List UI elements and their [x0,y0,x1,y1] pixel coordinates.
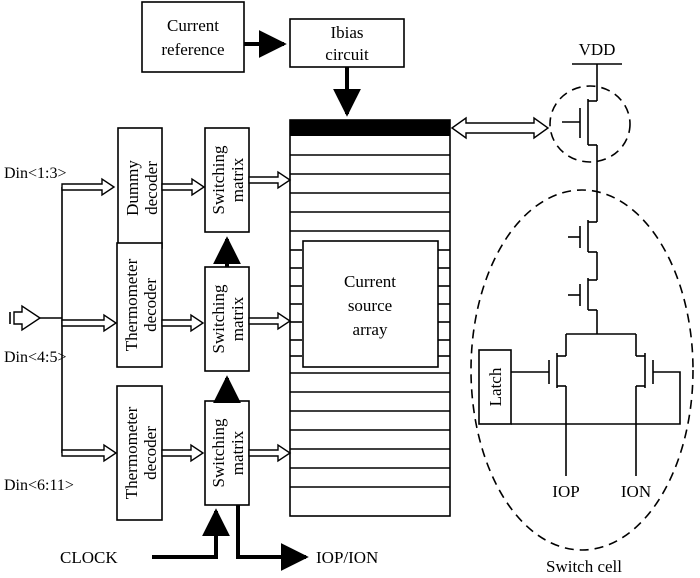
din-4-5-bus-arrow [61,313,118,333]
array-row-lines [290,154,450,488]
thermometer-decoder-1-label-line2: decoder [141,278,160,332]
switching-matrix-1-block: Switching matrix [204,127,250,233]
matrix-2-to-array-bus-arrow [248,311,292,331]
bias-transistor-dashed-circle [549,85,631,163]
ibias-label-line2: circuit [325,45,369,64]
input-bus-arrow-icon [13,304,42,332]
din-1-3-label: Din<1:3> [4,165,67,182]
switching-matrix-3-label-line2: matrix [228,430,247,475]
current-reference-label-line1: Current [167,16,219,35]
iop-label: IOP [552,482,579,501]
cascode-transistor-1 [568,220,598,280]
bias-bar [290,120,450,136]
clock-input-arrow [152,508,230,559]
thermometer-decoder-2-label-line1: Thermometer [122,406,141,499]
switching-matrix-1-label-line1: Switching [209,145,228,214]
thermometer-decoder-1-label-line1: Thermometer [122,258,141,351]
switch-transistor-left [548,334,567,476]
clock-label: CLOCK [60,548,118,567]
iop-ion-label: IOP/ION [316,548,378,567]
thermo-2-to-matrix-bus-arrow [161,443,205,463]
current-reference-block: Current reference [141,1,245,73]
dummy-to-matrix-bus-arrow [161,177,206,197]
array-label-line1: Current [344,272,396,291]
switching-matrix-2-label-line2: matrix [228,296,247,341]
switching-matrix-3-block: Switching matrix [204,400,250,506]
din-6-11-label: Din<6:11> [4,477,74,494]
current-source-array-block: Current source array [302,240,439,368]
ibias-circuit-block: Ibias circuit [289,18,405,68]
latch-block: Latch [478,349,512,425]
thermometer-decoder-1-block: Thermometer decoder [116,242,163,368]
array-label-line3: array [353,320,388,339]
thermo-1-to-matrix-bus-arrow [161,313,205,333]
switching-matrix-2-label-line1: Switching [209,284,228,353]
dummy-decoder-label-line1: Dummy [123,160,142,216]
latch-to-right-gate [511,371,681,425]
dummy-decoder-label-line2: decoder [142,161,161,215]
thermometer-decoder-2-label-line2: decoder [141,426,160,480]
din-4-5-label: Din<4:5> [4,349,67,366]
latch-label: Latch [486,367,505,406]
array-label-line2: source [348,296,392,315]
thermometer-decoder-2-block: Thermometer decoder [116,385,163,521]
switching-matrix-1-label-line2: matrix [228,157,247,202]
matrix-1-to-array-bus-arrow [248,170,292,190]
ibias-label-line1: Ibias [330,23,363,42]
bias-transistor [549,64,631,222]
input-bus [9,187,63,453]
din-1-3-bus-arrow [61,177,116,197]
switching-matrix-2-block: Switching matrix [204,266,250,372]
din-6-11-bus-arrow [61,443,118,463]
switch-transistor-right [635,334,654,476]
dummy-decoder-block: Dummy decoder [117,127,163,249]
cascode-transistor-2 [568,278,598,334]
current-reference-label-line2: reference [161,40,224,59]
switch-cell-dashed-ellipse [470,189,694,551]
switch-cell-caption: Switch cell [546,557,622,576]
switching-matrix-3-label-line1: Switching [209,418,228,487]
vdd-label: VDD [579,40,616,59]
matrix-3-to-array-bus-arrow [248,443,292,463]
iop-ion-output-arrow [236,505,309,571]
array-cell-bidirectional-arrow [450,116,550,140]
ion-label: ION [621,482,651,501]
